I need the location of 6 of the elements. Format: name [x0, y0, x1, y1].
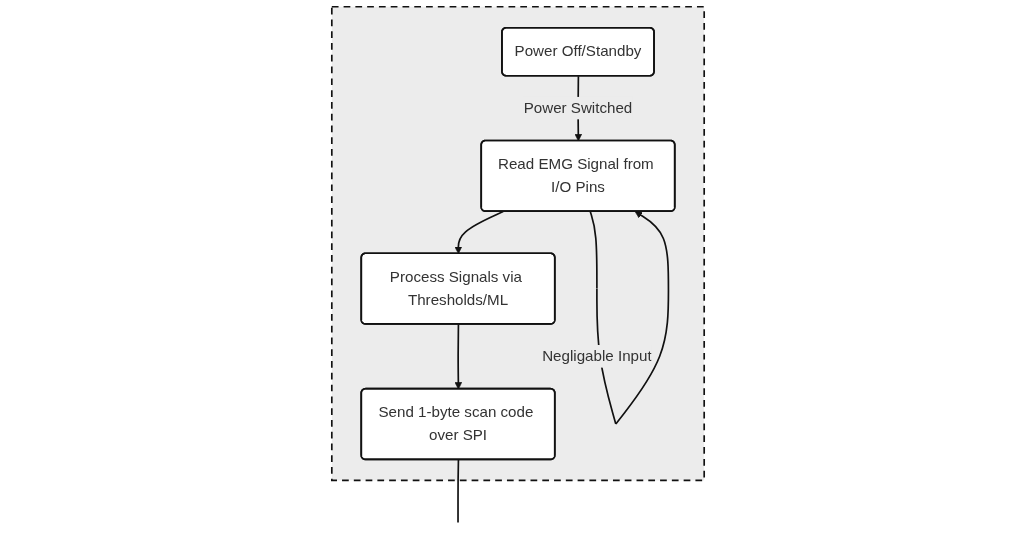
edge-label: Power Switched	[523, 99, 633, 117]
cluster	[330, 5, 706, 482]
arrow	[454, 210, 505, 254]
edge-label: Negligable Input	[542, 347, 652, 365]
arrow	[454, 323, 463, 390]
connector	[457, 458, 460, 524]
